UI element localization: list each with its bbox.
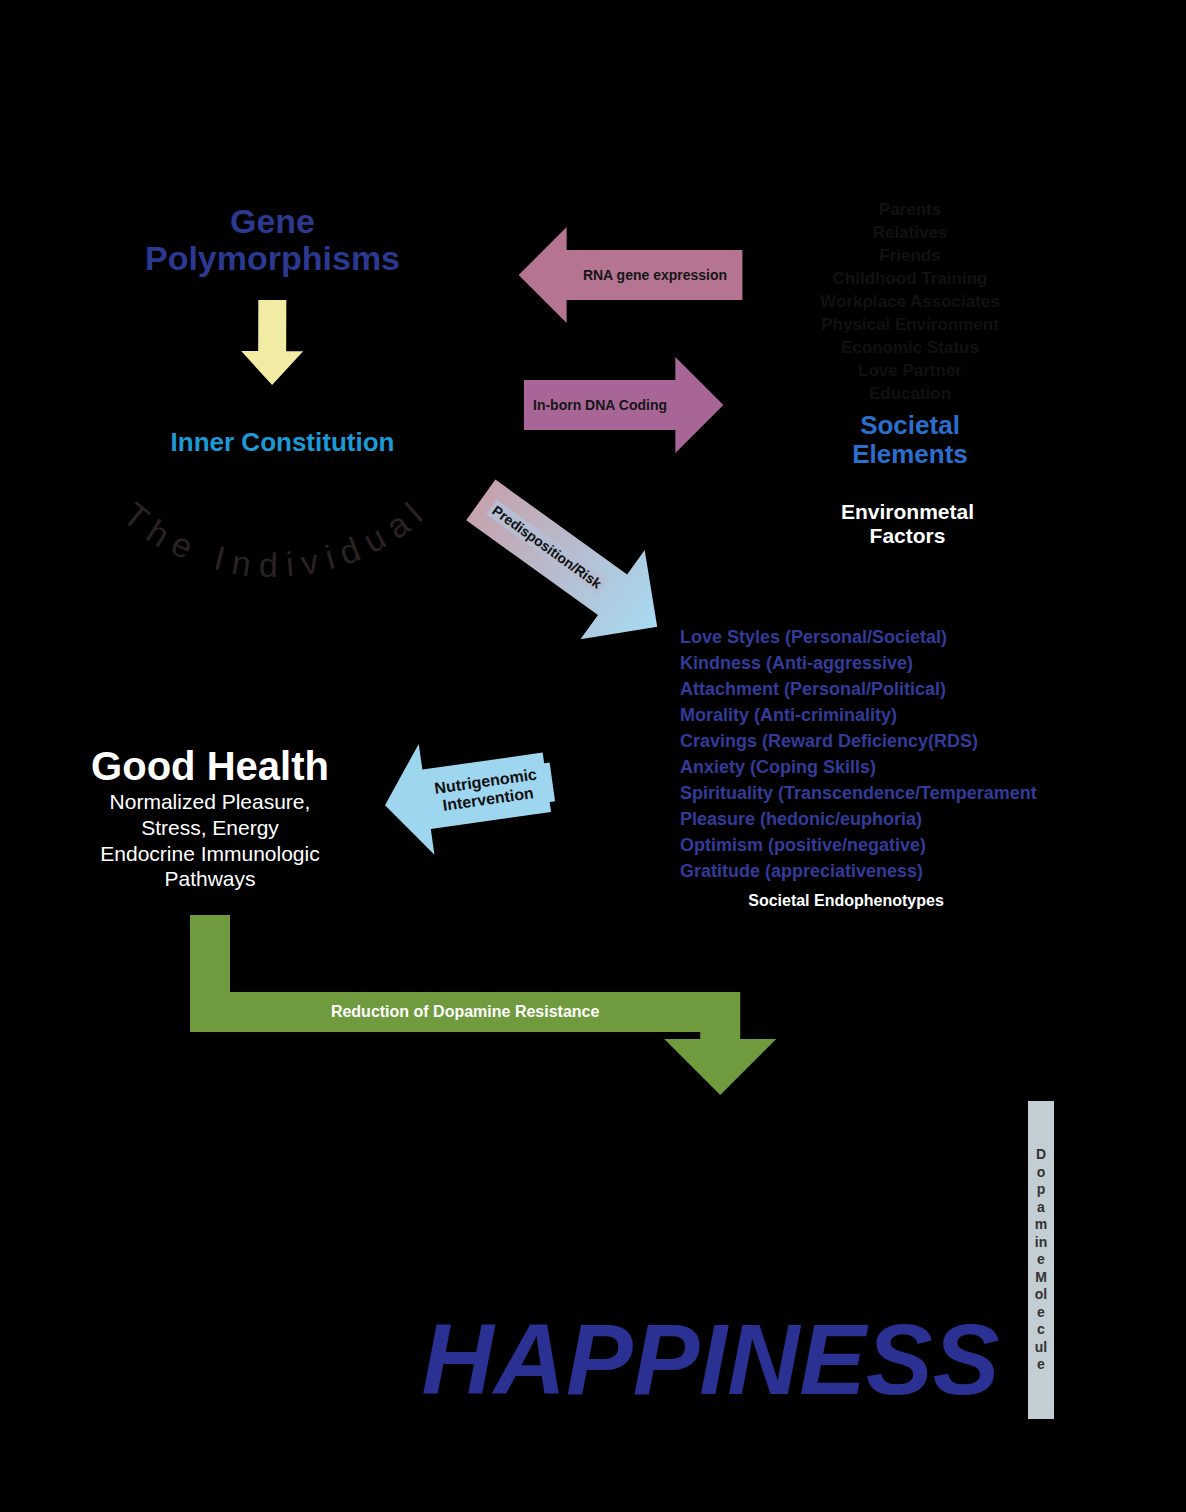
- edge-label: RNA gene expression: [579, 266, 729, 284]
- node-ellipse: [720, 172, 1095, 564]
- node-text: Workplace Associates: [820, 290, 1000, 313]
- node-text: Societal Endophenotypes: [748, 892, 944, 910]
- arc-letter: e: [167, 526, 198, 565]
- node-text: Gratitude (appreciativeness): [680, 858, 1037, 884]
- node-outline: [15, 95, 530, 605]
- node-text: Environmetal Factors: [828, 500, 988, 548]
- arc-letter: d: [335, 531, 365, 570]
- edge-label: Nutrigenomic Intervention: [419, 762, 555, 819]
- node-text: Relatives: [873, 221, 948, 244]
- block-arrow: [466, 480, 657, 640]
- label-strip: Dopamine Molecule: [1028, 1101, 1054, 1419]
- arc-letter: n: [230, 545, 254, 581]
- node-text: Physical Environment: [821, 313, 999, 336]
- node-text: Anxiety (Coping Skills): [680, 754, 1037, 780]
- node-text: Normalized Pleasure, Stress, Energy Endo…: [94, 789, 326, 891]
- block-arrow: [210, 915, 776, 1095]
- node-text: Economic Status: [841, 336, 979, 359]
- node-text: Inner Constitution: [171, 428, 395, 457]
- node-text: Friends: [879, 244, 940, 267]
- arc-letter: v: [299, 544, 322, 580]
- edge-label-holder: In-born DNA Coding: [530, 396, 670, 414]
- node-text: Gene Polymorphisms: [123, 203, 423, 276]
- edge-label: In-born DNA Coding: [530, 396, 670, 414]
- text-column: Love Styles (Personal/Societal)Kindness …: [680, 624, 1037, 884]
- diagram-node: HAPPINESS Dopamine Molecule: [305, 1095, 1060, 1425]
- node-text: Love Styles (Personal/Societal): [680, 624, 1037, 650]
- diagram-node: Love Styles (Personal/Societal)Kindness …: [545, 588, 1148, 938]
- arrow-body: [524, 357, 723, 453]
- diagram-node: ParentsRelativesFriendsChildhood Trainin…: [752, 180, 1068, 496]
- block-arrow: [524, 357, 723, 453]
- arrow-head: [664, 1039, 776, 1095]
- node-text: Kindness (Anti-aggressive): [680, 650, 1037, 676]
- arc-letter: [193, 536, 213, 571]
- arrow-body: [466, 480, 657, 640]
- node-text: Morality (Anti-criminality): [680, 702, 1037, 728]
- edge-label: Reduction of Dopamine Resistance: [328, 1002, 603, 1022]
- node-text: HAPPINESS: [422, 1309, 1000, 1409]
- node-ellipse: [752, 180, 1068, 496]
- node-text: Attachment (Personal/Political): [680, 676, 1037, 702]
- node-text: Societal Elements: [835, 411, 985, 468]
- node-text: Good Health: [91, 743, 329, 789]
- edge-label-holder: Predisposition/Risk: [486, 500, 608, 595]
- diagram-node: Societal Endophenotypes: [738, 888, 954, 914]
- title-holder: HAPPINESS: [305, 1309, 1060, 1409]
- node-text: Optimism (positive/negative): [680, 832, 1037, 858]
- arc-letter: i: [321, 540, 337, 575]
- arrow-body: [241, 300, 303, 385]
- node-ellipse: [100, 385, 465, 500]
- arrow-shaft: [210, 915, 720, 1039]
- node-ellipse: [80, 180, 465, 300]
- node-text: Education: [869, 382, 951, 405]
- edge-label-holder: Nutrigenomic Intervention: [419, 762, 555, 819]
- edge-label-holder: Reduction of Dopamine Resistance: [328, 1002, 603, 1022]
- arrow-body: [519, 227, 743, 323]
- node-text: Parents: [879, 198, 941, 221]
- node-ellipse: [545, 588, 1148, 938]
- diagram-node: Inner Constitution: [100, 385, 465, 500]
- node-ellipse: [15, 95, 530, 605]
- node-text: Love Partner: [858, 359, 962, 382]
- diagram-node: The Individual Gene PolymorphismsInner Co…: [15, 95, 530, 605]
- node-text: Childhood Training: [833, 267, 988, 290]
- arc-letter: i: [285, 547, 295, 581]
- node-text: Cravings (Reward Deficiency(RDS): [680, 728, 1037, 754]
- block-arrow: [241, 300, 303, 385]
- block-arrow: [519, 227, 743, 323]
- node-text: Dopamine Molecule: [1034, 1146, 1048, 1374]
- node-text: The Individual: [112, 488, 437, 589]
- node-text: Pleasure (hedonic/euphoria): [680, 806, 1037, 832]
- edge-label: Predisposition/Risk: [486, 500, 608, 595]
- diagram-node: Good HealthNormalized Pleasure, Stress, …: [35, 720, 385, 915]
- diagram-node: Gene Polymorphisms: [80, 180, 465, 300]
- diagram-node: Environmetal FactorsParentsRelativesFrie…: [720, 172, 1095, 564]
- arc-letter: I: [211, 541, 228, 576]
- node-text: Spirituality (Transcendence/Temperament: [680, 780, 1037, 806]
- arc-letter: d: [259, 548, 279, 582]
- edge-label-holder: RNA gene expression: [579, 266, 729, 284]
